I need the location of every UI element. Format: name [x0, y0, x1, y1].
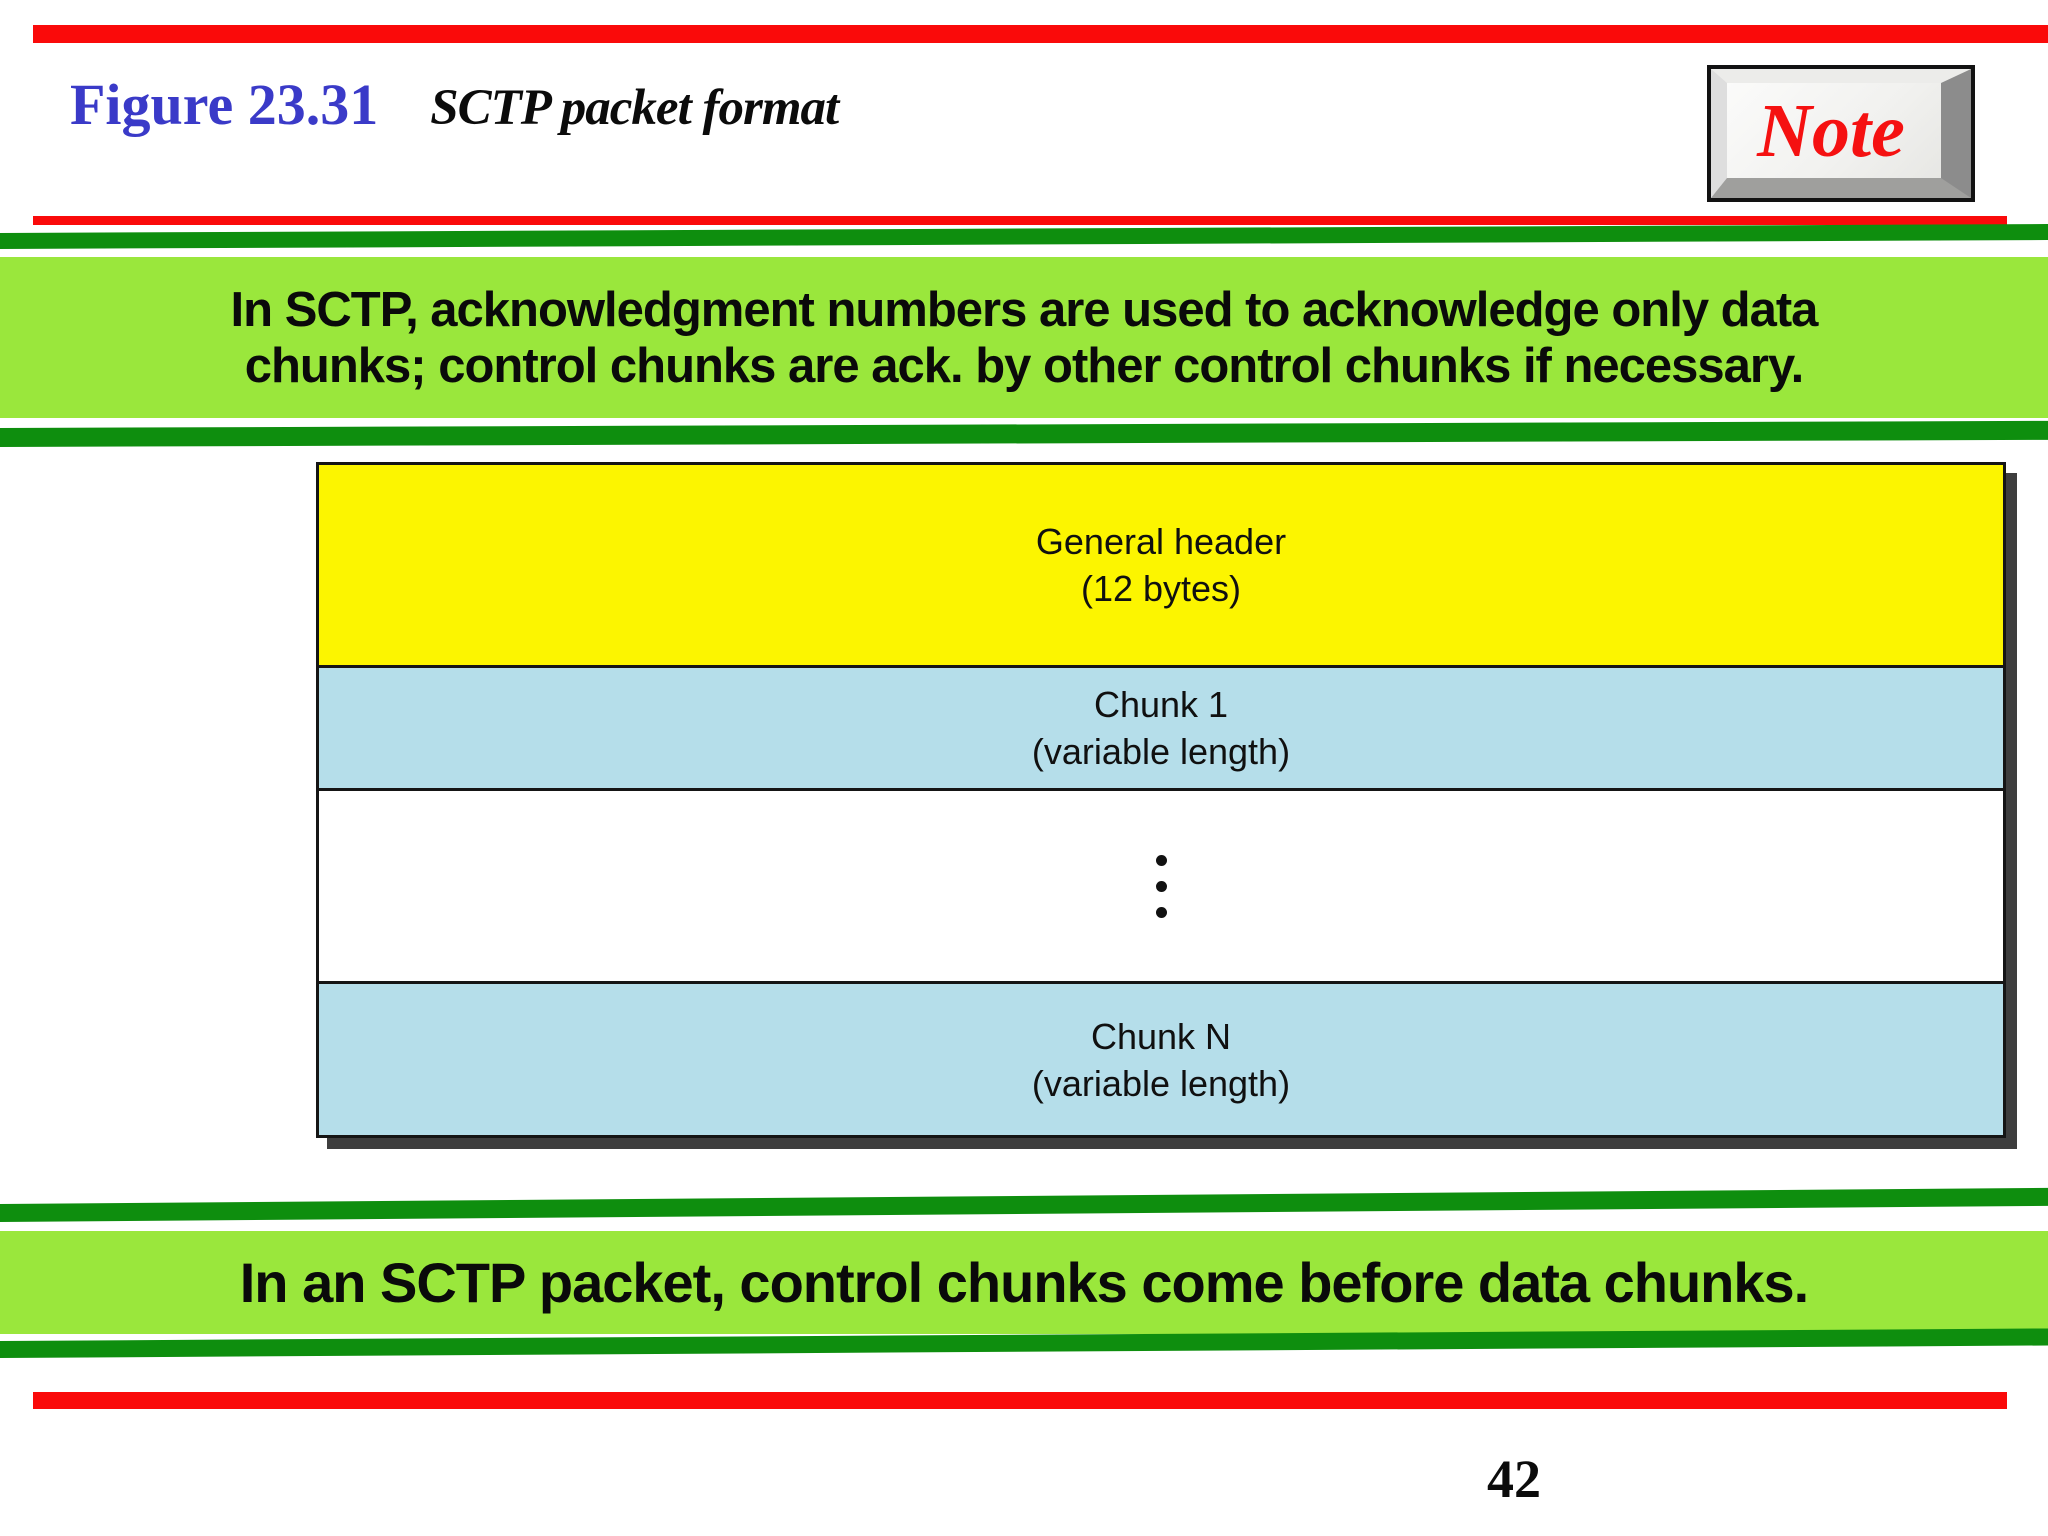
- slide-title: Figure 23.31 SCTP packet format: [70, 72, 839, 138]
- chunk-1-subtitle: (variable length): [1031, 731, 1291, 772]
- bottom-note-banner: In an SCTP packet, control chunks come b…: [0, 1231, 2048, 1334]
- chunk-n-title: Chunk N: [1090, 1015, 1232, 1057]
- note-button[interactable]: Note: [1707, 65, 1975, 202]
- top-note-line1: In SCTP, acknowledgment numbers are used…: [230, 282, 1819, 337]
- note-button-face: Note: [1711, 69, 1971, 198]
- title-underline: [33, 216, 2007, 225]
- chunk-1-title: Chunk 1: [1093, 684, 1229, 725]
- general-header-subtitle: (12 bytes): [1080, 568, 1242, 609]
- more-chunks-block: [319, 788, 2003, 981]
- bottom-green-divider-upper: [0, 1187, 2048, 1222]
- note-button-label: Note: [1757, 88, 1905, 173]
- figure-title: SCTP packet format: [430, 80, 839, 136]
- bottom-note-text: In an SCTP packet, control chunks come b…: [239, 1250, 1809, 1314]
- chunk-n-subtitle: (variable length): [1031, 1062, 1291, 1104]
- top-green-divider-lower: [0, 420, 2048, 447]
- chunk-n-block: Chunk N (variable length): [319, 981, 2003, 1135]
- bottom-red-line: [33, 1392, 2007, 1409]
- figure-label: Figure 23.31: [70, 72, 379, 137]
- chunk-1-block: Chunk 1 (variable length): [319, 665, 2003, 788]
- top-note-banner: In SCTP, acknowledgment numbers are used…: [0, 257, 2048, 418]
- general-header-block: General header (12 bytes): [319, 465, 2003, 665]
- sctp-packet-diagram: General header (12 bytes) Chunk 1 (varia…: [316, 462, 2006, 1138]
- general-header-title: General header: [1035, 521, 1287, 562]
- top-note-line2: chunks; control chunks are ack. by other…: [244, 338, 1804, 393]
- vertical-ellipsis-icon: [1155, 854, 1167, 918]
- top-green-divider-upper: [0, 224, 2048, 249]
- top-red-bar: [33, 25, 2048, 43]
- page-number: 42: [1487, 1449, 1541, 1509]
